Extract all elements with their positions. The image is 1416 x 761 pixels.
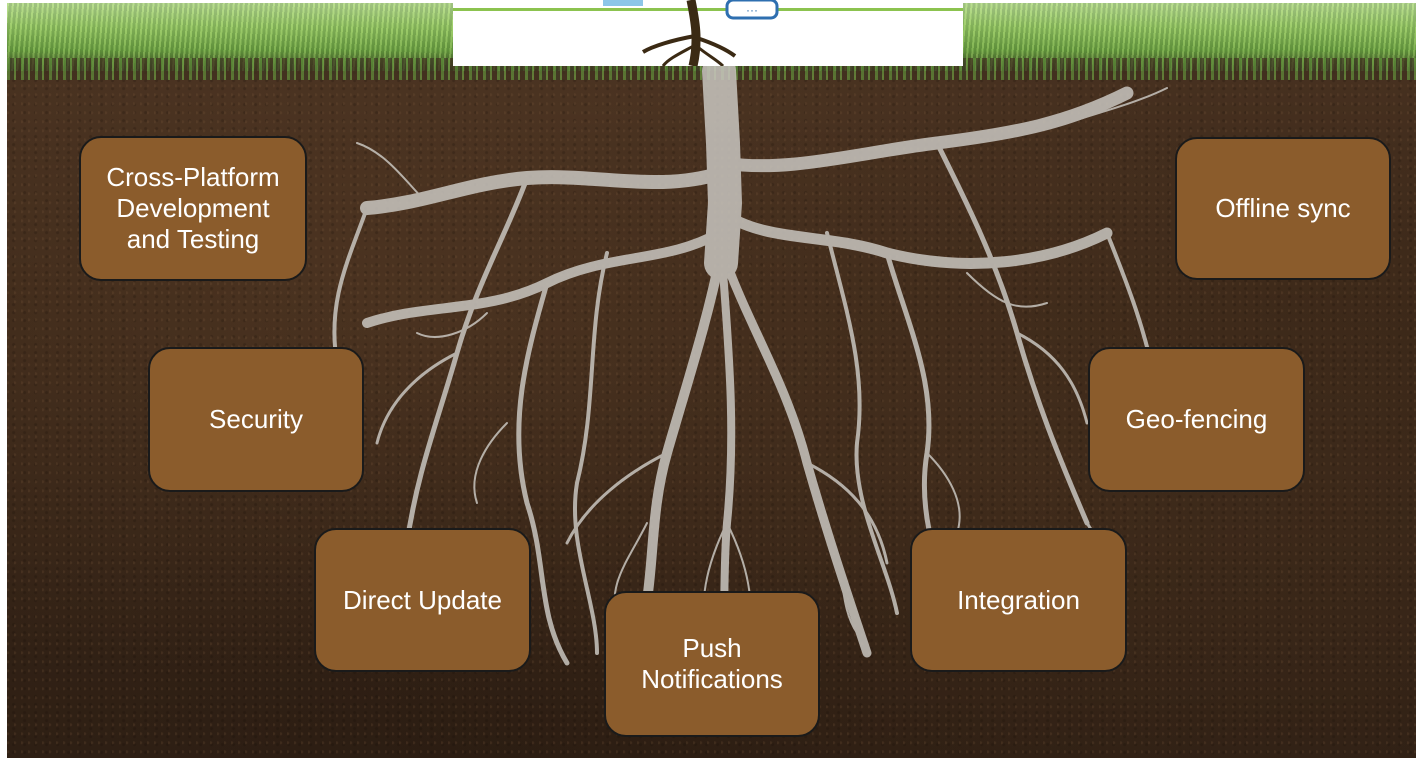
feature-box-push-notifications: Push Notifications	[604, 591, 820, 737]
feature-box-security: Security	[148, 347, 364, 492]
roots-illustration	[332, 54, 1168, 707]
feature-box-direct-update: Direct Update	[314, 528, 531, 672]
feature-label: Direct Update	[343, 584, 502, 615]
root-branch	[717, 207, 1113, 269]
feature-label: Offline sync	[1215, 193, 1351, 223]
feature-box-offline-sync: Offline sync	[1175, 137, 1391, 280]
root-branch	[632, 248, 726, 648]
root-branch	[360, 166, 728, 215]
feature-box-integration: Integration	[910, 528, 1127, 672]
feature-box-geo-fencing: Geo-fencing	[1088, 347, 1305, 492]
feature-label: Security	[209, 404, 303, 434]
root-branch	[362, 228, 724, 328]
feature-label: Integration	[957, 584, 1080, 615]
root-branch	[718, 86, 1134, 173]
feature-box-cross-platform: Cross-Platform Development and Testing	[79, 136, 307, 281]
feature-label: Cross-Platform Development and Testing	[106, 162, 280, 254]
logo-divider-line	[453, 8, 963, 11]
feature-label: Push Notifications	[641, 633, 783, 694]
tree-logo-icon: ···	[603, 0, 779, 66]
feature-label: Geo-fencing	[1125, 404, 1268, 434]
svg-text:···: ···	[746, 3, 758, 17]
logo-panel: ···	[453, 0, 963, 66]
